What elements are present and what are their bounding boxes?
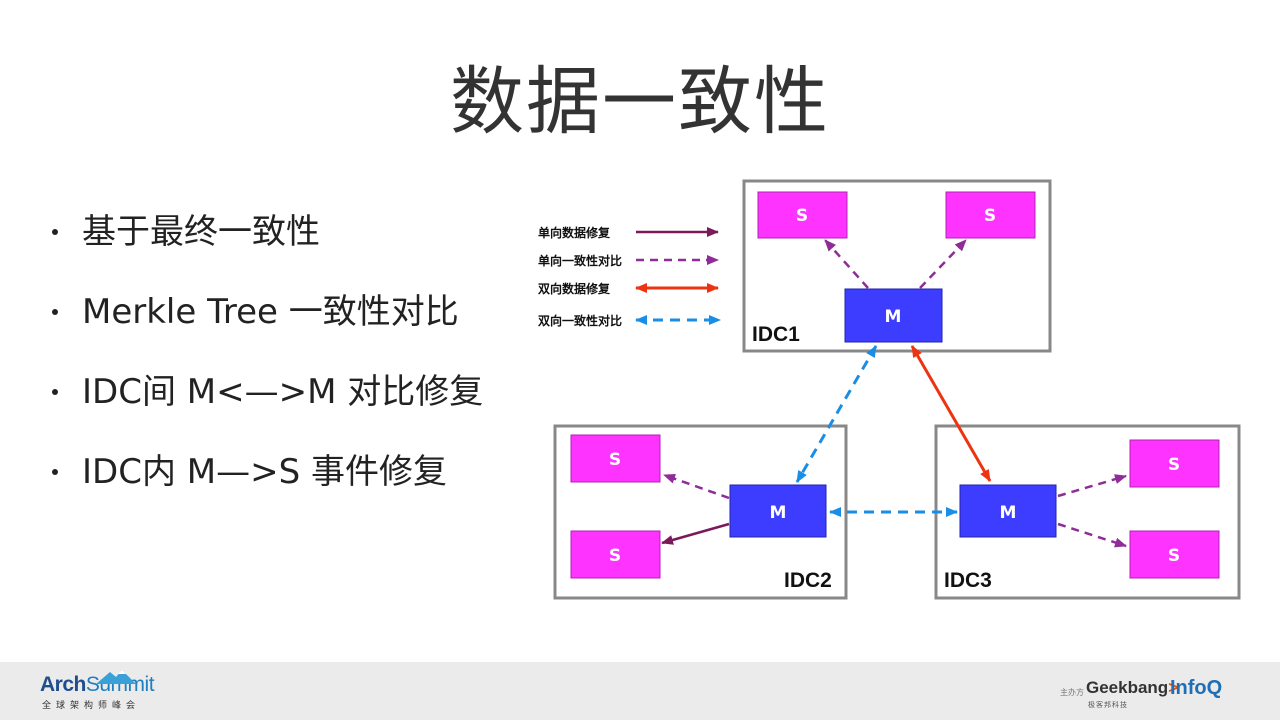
footer-bar: ArchSummit 全球架构师峰会 主办方 Geekbang> 极客邦科技 I… [0,662,1280,720]
legend-label: 单向一致性对比 [538,253,622,268]
legend: 单向数据修复 单向一致性对比 双向数据修复 双向一致性对比 [538,225,721,328]
mountain-icon [96,670,136,684]
node-label: S [609,546,621,566]
idc2-slave-node-2 [570,530,661,579]
bullet-text: IDC间 M<—>M 对比修复 [82,372,484,412]
bullet-text: 基于最终一致性 [82,212,320,252]
node-label: M [770,503,787,523]
idc1-slave-node-2 [945,191,1036,239]
node-label: S [984,206,996,226]
node-label: M [1000,503,1017,523]
idc1-label: IDC1 [752,323,800,346]
idc2-group: S S M IDC2 [553,424,848,600]
idc2-master-node [729,484,827,538]
idc1-compare-arrow-left [824,239,869,289]
node-label: M [885,307,902,327]
idc1-compare-arrow-right [919,239,967,289]
geekbang-subtitle: 极客邦科技 [1088,701,1128,709]
node-label: S [1168,546,1180,566]
bullet-dot-icon [52,309,58,315]
legend-label: 双向数据修复 [538,281,611,296]
bullet-dot-icon [52,469,58,475]
idc1-group: S S M IDC1 [742,179,1052,353]
idc3-slave-node-2 [1129,530,1220,579]
legend-label: 双向一致性对比 [538,313,622,328]
idc1-slave-node-1 [757,191,848,239]
idc3-group: S S M IDC3 [934,424,1241,600]
geek-logo-text: Geekbang [1086,678,1169,697]
bullet-text: Merkle Tree 一致性对比 [82,292,459,332]
page-title: 数据一致性 [450,59,830,145]
node-label: S [796,206,808,226]
idc2-compare-arrow [663,473,730,500]
idc3-label: IDC3 [944,569,992,592]
idc1-idc3-repair-arrow [910,345,992,482]
logo-text-main: Arch [40,673,86,696]
node-label: S [1168,455,1180,475]
idc1-idc2-compare-arrow [795,345,878,483]
archsummit-subtitle: 全球架构师峰会 [42,701,141,711]
legend-label: 单向数据修复 [538,225,611,240]
replication-diagram: 单向数据修复 单向一致性对比 双向数据修复 双向一致性对比 S S M IDC1 [538,179,1241,600]
bullet-dot-icon [52,229,58,235]
bullet-text: IDC内 M—>S 事件修复 [82,452,447,492]
node-label: S [609,450,621,470]
idc1-master-node [844,288,943,343]
geek-logo-mark: > [1168,678,1179,697]
geekbang-logo: Geekbang> [1086,678,1178,698]
idc3-master-node [959,484,1057,538]
idc2-slave-node-1 [570,434,661,483]
infoq-logo: InfoQ [1170,677,1223,699]
sponsor-label: 主办方 [1060,688,1084,697]
idc3-compare-arrow-down [1057,522,1127,548]
idc2-label: IDC2 [784,569,832,592]
bullet-dot-icon [52,389,58,395]
idc3-compare-arrow-up [1057,474,1127,498]
idc2-repair-arrow [661,522,730,545]
idc3-slave-node-1 [1129,439,1220,488]
